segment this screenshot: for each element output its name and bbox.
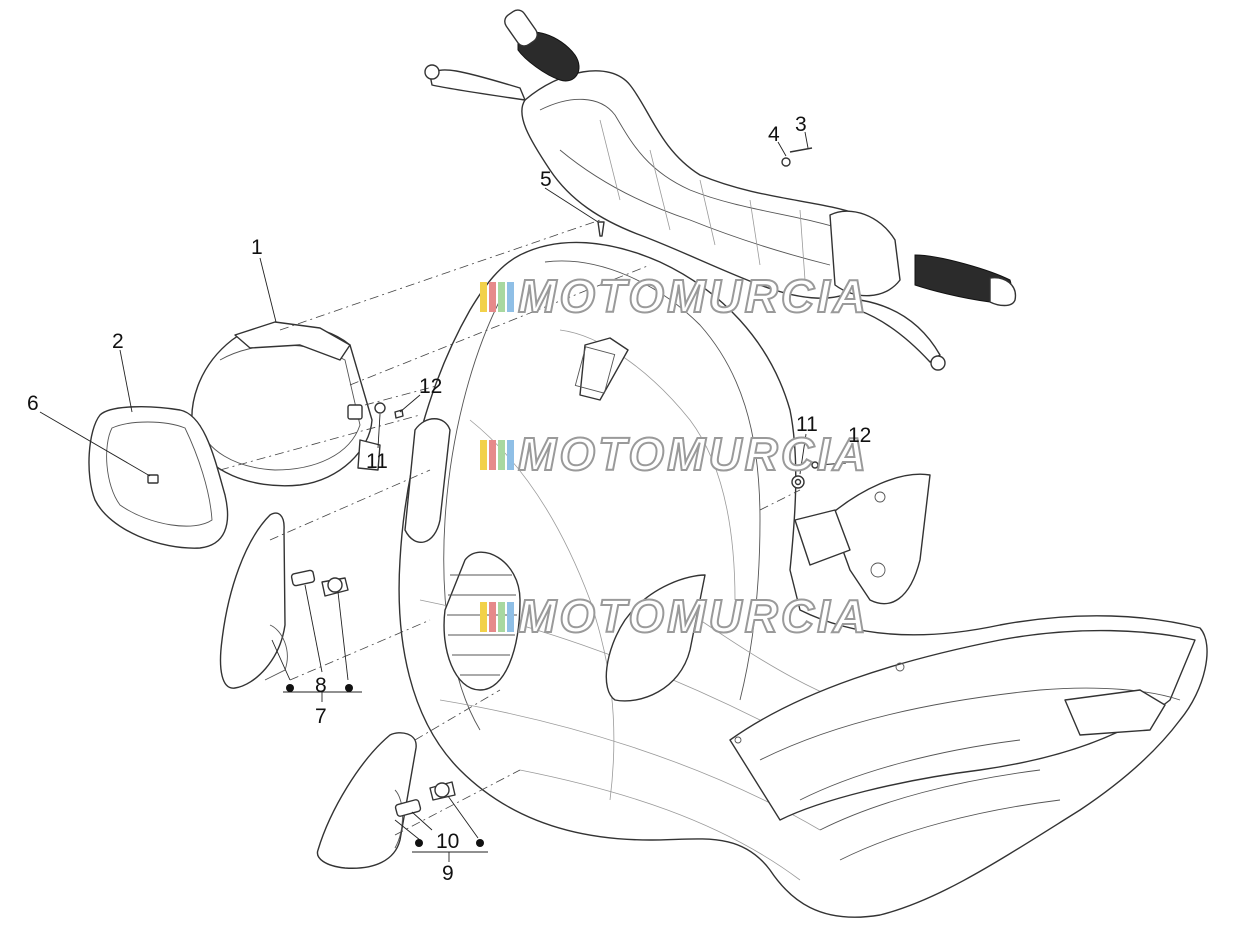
watermark-stripe [480, 282, 487, 312]
watermark-stripe [507, 440, 514, 470]
label-9: 9 [442, 862, 454, 885]
watermark-lower: MOTOMURCIA [480, 589, 869, 643]
watermark: MOTOMURCIA MOTOMURCIA MOTOMURCIA [480, 269, 869, 643]
label-10: 10 [436, 830, 459, 853]
watermark-stripe [498, 440, 505, 470]
label-11-left: 11 [366, 450, 388, 473]
watermark-stripe [489, 602, 496, 632]
watermark-stripe [480, 602, 487, 632]
leg-shield [398, 241, 1208, 918]
watermark-stripe [489, 440, 496, 470]
watermark-stripe [480, 440, 487, 470]
label-8: 8 [315, 674, 327, 697]
label-6: 6 [27, 392, 39, 415]
watermark-stripe [489, 282, 496, 312]
label-1: 1 [251, 236, 263, 259]
nut-left [374, 402, 386, 414]
part-labels: 1 2 3 4 5 6 7 8 9 10 11 11 12 12 [27, 113, 871, 885]
watermark-stripe [507, 602, 514, 632]
label-4: 4 [768, 123, 780, 146]
watermark-text: MOTOMURCIA [518, 270, 869, 322]
watermark-stripe [507, 282, 514, 312]
headlamp [191, 321, 381, 487]
assembly-lines [219, 219, 801, 836]
headlamp-bezel [88, 406, 229, 549]
label-12-left: 12 [419, 375, 442, 398]
turn-indicator-upper [219, 512, 349, 689]
screw-left [394, 409, 404, 419]
watermark-upper: MOTOMURCIA [480, 269, 869, 323]
label-3: 3 [795, 113, 807, 136]
handlebar-assembly [424, 9, 1017, 371]
watermark-text: MOTOMURCIA [518, 590, 869, 642]
watermark-text: MOTOMURCIA [518, 428, 869, 480]
label-2: 2 [112, 330, 124, 353]
label-5: 5 [540, 168, 552, 191]
watermark-stripe [498, 602, 505, 632]
label-7: 7 [315, 705, 327, 728]
watermark-stripe [498, 282, 505, 312]
label-11-right: 11 [796, 413, 818, 436]
watermark-middle: MOTOMURCIA [480, 427, 869, 481]
label-12-right: 12 [848, 424, 871, 447]
turn-indicator-lower [316, 732, 456, 869]
leader-lines [39, 131, 847, 862]
